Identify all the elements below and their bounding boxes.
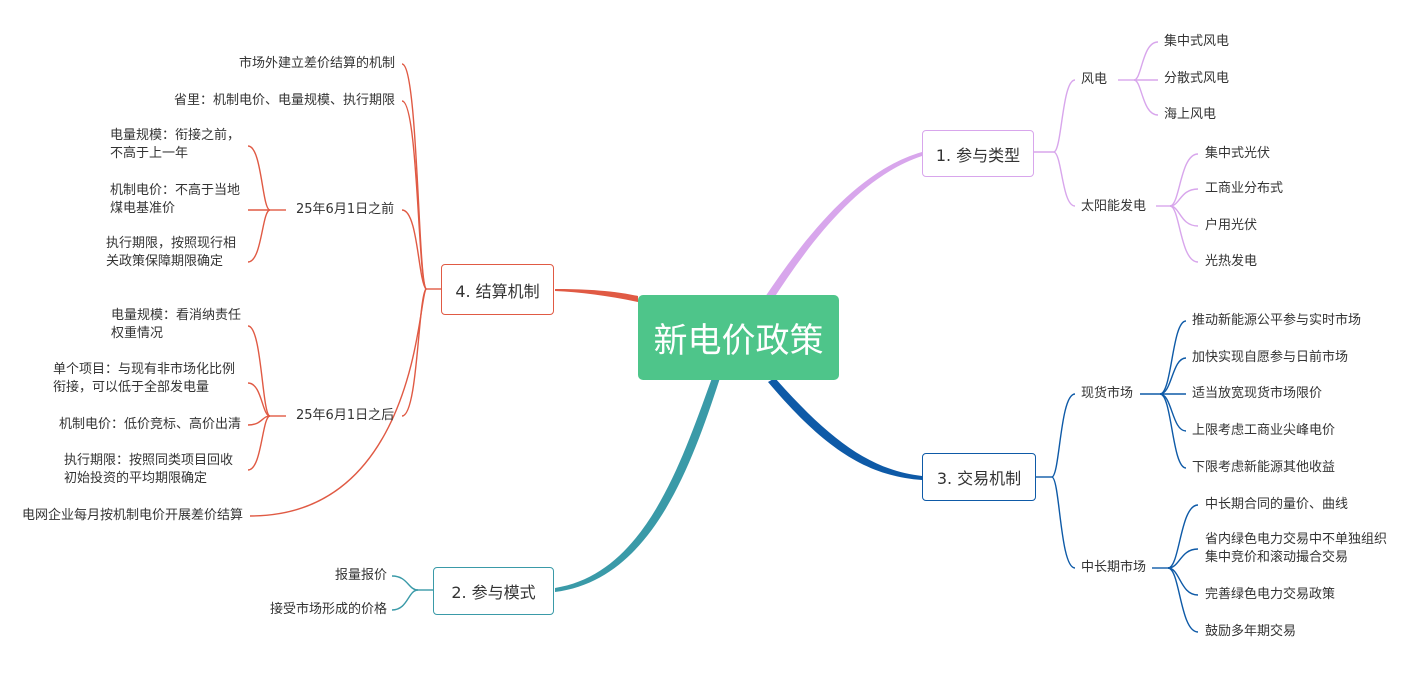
trunk-2: [555, 378, 720, 592]
topic-spot-market[interactable]: 现货市场: [1081, 386, 1134, 401]
topic-spot-5[interactable]: 下限考虑新能源其他收益: [1192, 460, 1336, 475]
topic-after-june-2025[interactable]: 25年6月1日之后: [296, 408, 395, 423]
central-topic[interactable]: 新电价政策: [638, 295, 839, 380]
topic-province-parameters[interactable]: 省里：机制电价、电量规模、执行期限: [173, 93, 395, 108]
topic-after-price[interactable]: 机制电价：低价竞标、高价出清: [58, 417, 241, 432]
topic-solar-thermal[interactable]: 光热发电: [1205, 254, 1258, 269]
branch4-lines: [247, 63, 441, 517]
branch-participation-types[interactable]: 1. 参与类型: [922, 130, 1034, 177]
topic-mid-4[interactable]: 鼓励多年期交易: [1205, 624, 1297, 639]
trunk-4: [555, 289, 638, 302]
trunk-3: [768, 378, 922, 480]
topic-spot-1[interactable]: 推动新能源公平参与实时市场: [1192, 313, 1362, 328]
topic-wind-centralized[interactable]: 集中式风电: [1164, 34, 1230, 49]
branch-trading-mechanism[interactable]: 3. 交易机制: [922, 453, 1036, 501]
topic-wind[interactable]: 风电: [1081, 72, 1108, 87]
branch3-lines: [1036, 320, 1199, 633]
topic-mid-3[interactable]: 完善绿色电力交易政策: [1205, 587, 1336, 602]
topic-spot-2[interactable]: 加快实现自愿参与日前市场: [1192, 350, 1349, 365]
topic-mid-long-market[interactable]: 中长期市场: [1081, 560, 1147, 575]
branch1-lines: [1034, 41, 1199, 263]
branch-participation-mode[interactable]: 2. 参与模式: [433, 567, 554, 615]
branch-settlement-mechanism[interactable]: 4. 结算机制: [441, 264, 554, 315]
topic-wind-offshore[interactable]: 海上风电: [1164, 107, 1217, 122]
trunk-1: [765, 152, 922, 301]
topic-accept-market-price[interactable]: 接受市场形成的价格: [269, 602, 387, 617]
topic-solar-household[interactable]: 户用光伏: [1205, 218, 1258, 233]
topic-mid-1[interactable]: 中长期合同的量价、曲线: [1205, 497, 1349, 512]
branch2-lines: [391, 575, 433, 611]
topic-after-term[interactable]: 执行期限：按照同类项目回收初始投资的平均期限确定: [64, 453, 234, 486]
topic-solar-commercial[interactable]: 工商业分布式: [1205, 181, 1284, 196]
topic-before-term[interactable]: 执行期限，按照现行相关政策保障期限确定: [106, 236, 237, 269]
topic-spot-3[interactable]: 适当放宽现货市场限价: [1192, 386, 1323, 401]
topic-wind-distributed[interactable]: 分散式风电: [1164, 71, 1230, 86]
topic-solar[interactable]: 太阳能发电: [1081, 199, 1147, 214]
topic-before-volume[interactable]: 电量规模：衔接之前，不高于上一年: [110, 128, 241, 161]
topic-solar-centralized[interactable]: 集中式光伏: [1205, 146, 1271, 161]
topic-after-single-project[interactable]: 单个项目：与现有非市场化比例衔接，可以低于全部发电量: [53, 362, 236, 395]
topic-settlement-outside-market[interactable]: 市场外建立差价结算的机制: [238, 56, 395, 71]
topic-spot-4[interactable]: 上限考虑工商业尖峰电价: [1192, 423, 1336, 438]
topic-quote-volume-price[interactable]: 报量报价: [334, 568, 387, 583]
topic-after-volume[interactable]: 电量规模：看消纳责任权重情况: [111, 308, 242, 341]
topic-before-june-2025[interactable]: 25年6月1日之前: [296, 202, 395, 217]
topic-mid-2[interactable]: 省内绿色电力交易中不单独组织集中竞价和滚动撮合交易: [1205, 532, 1388, 565]
topic-grid-monthly-settlement[interactable]: 电网企业每月按机制电价开展差价结算: [21, 508, 243, 523]
topic-before-price[interactable]: 机制电价：不高于当地煤电基准价: [110, 183, 241, 216]
